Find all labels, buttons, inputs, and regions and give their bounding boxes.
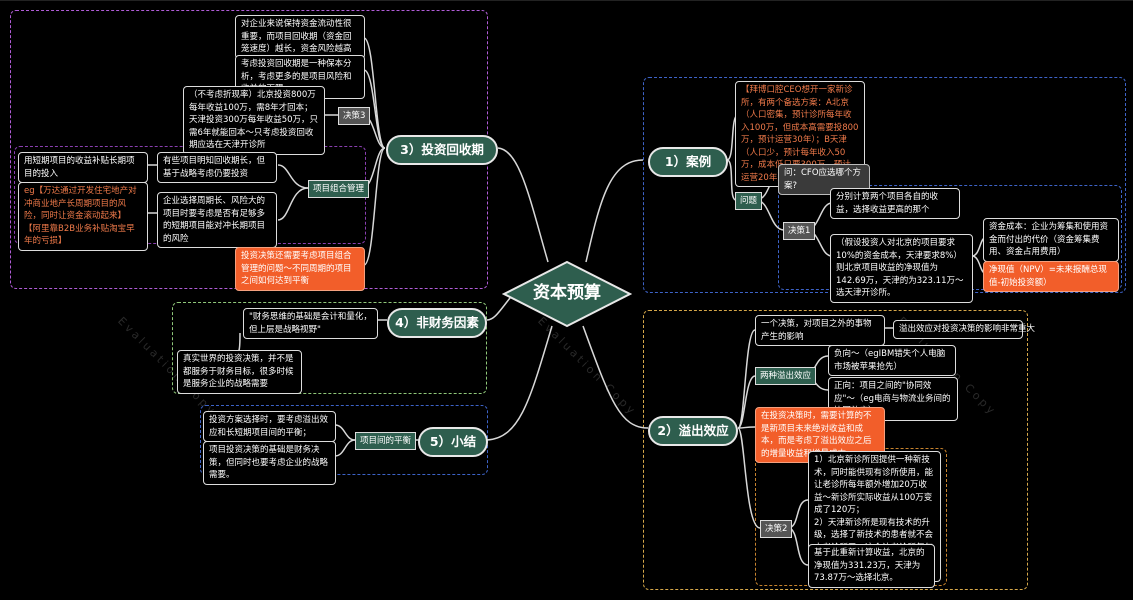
decision3-label[interactable]: 决策3	[338, 107, 371, 125]
connector-central-summary	[486, 325, 553, 441]
decision1-method[interactable]: 分别计算两个项目各自的收益，选择收益更高的那个	[830, 188, 960, 219]
topic-case[interactable]: 1）案例	[648, 147, 728, 177]
spillover-definition-note[interactable]: 溢出效应对投资决策的影响非常重大	[893, 320, 1035, 339]
decision1-label[interactable]: 决策1	[783, 222, 816, 240]
connector-central-payback	[497, 147, 549, 263]
two-spillover-types-label[interactable]: 两种溢出效应	[755, 367, 817, 385]
spillover-negative[interactable]: 负向～（egIBM错失个人电脑市场被苹果抢先）	[828, 345, 956, 376]
summary-point-1[interactable]: 投资方案选择时，要考虑溢出效应和长短期项目间的平衡；	[203, 411, 336, 442]
topic-payback[interactable]: 3）投资回收期	[386, 135, 498, 165]
central-topic-shape[interactable]	[502, 260, 632, 328]
payback-highlight[interactable]: 投资决策还需要考虑项目组合管理的问题～不同周期的项目之间如何达到平衡	[235, 247, 365, 291]
connector-central-case	[585, 159, 644, 263]
case-question-label[interactable]: 问题	[735, 192, 763, 210]
portfolio-hedge-examples[interactable]: eg【万达通过开发住宅地产对冲商业地产长周期项目的风险，同时让资金滚动起来】 【…	[18, 182, 148, 251]
group-nonfinancial	[172, 302, 487, 394]
nonfinancial-quote[interactable]: "财务思维的基础是会计和量化，但上层是战略视野"	[243, 308, 378, 339]
portfolio-strategic-detail[interactable]: 用短期项目的收益补贴长期项目的投入	[18, 152, 148, 183]
payback-liquidity-note[interactable]: 对企业来说保持资金流动性很重要，而项目回收期（资金回笼速度）越长，资金风险越高	[235, 15, 365, 59]
summary-point-2[interactable]: 项目投资决策的基础是财务决策，但同时也要考虑企业的战略需要。	[203, 441, 336, 485]
topic-spillover[interactable]: 2）溢出效应	[648, 416, 738, 446]
decision1-result[interactable]: （假设投资人对北京的项目要求10%的资金成本，天津要求8%）则北京项目收益的净现…	[830, 234, 973, 303]
central-topic[interactable]: 资本预算	[533, 283, 601, 303]
decision2-result[interactable]: 基于此重新计算收益，北京的净现值为331.23万，天津为73.87万～选择北京。	[808, 544, 935, 588]
group-spillover	[643, 310, 1028, 590]
spillover-definition[interactable]: 一个决策，对项目之外的事物产生的影响	[755, 315, 885, 346]
capital-cost-note[interactable]: 资金成本：企业为筹集和使用资金而付出的代价（资金筹集费用、资金占用费用）	[983, 218, 1119, 262]
npv-note[interactable]: 净现值（NPV）=未来报酬总现值-初始投资额）	[983, 261, 1119, 292]
top-border	[0, 0, 1133, 1]
decision2-label[interactable]: 决策2	[760, 520, 793, 538]
connector-central-spillover	[582, 325, 649, 429]
project-balance-label[interactable]: 项目间的平衡	[355, 432, 417, 450]
topic-summary[interactable]: 5）小结	[418, 427, 488, 457]
portfolio-strategic-note[interactable]: 有些项目明知回收期长，但基于战略考虑仍要投资	[157, 152, 277, 183]
nonfinancial-detail[interactable]: 真实世界的投资决策，并不是都服务于财务目标，很多时候是服务企业的战略需要	[177, 350, 302, 394]
topic-nonfinancial[interactable]: 4）非财务因素	[387, 308, 487, 338]
portfolio-management-label[interactable]: 项目组合管理	[308, 180, 370, 198]
portfolio-hedge-note[interactable]: 企业选择周期长、风险大的项目时要考虑是否有足够多的短期项目能对冲长期项目的风险	[157, 192, 277, 248]
decision3-detail[interactable]: （不考虑折现率）北京投资800万每年收益100万，需8年才回本；天津投资300万…	[183, 86, 325, 155]
